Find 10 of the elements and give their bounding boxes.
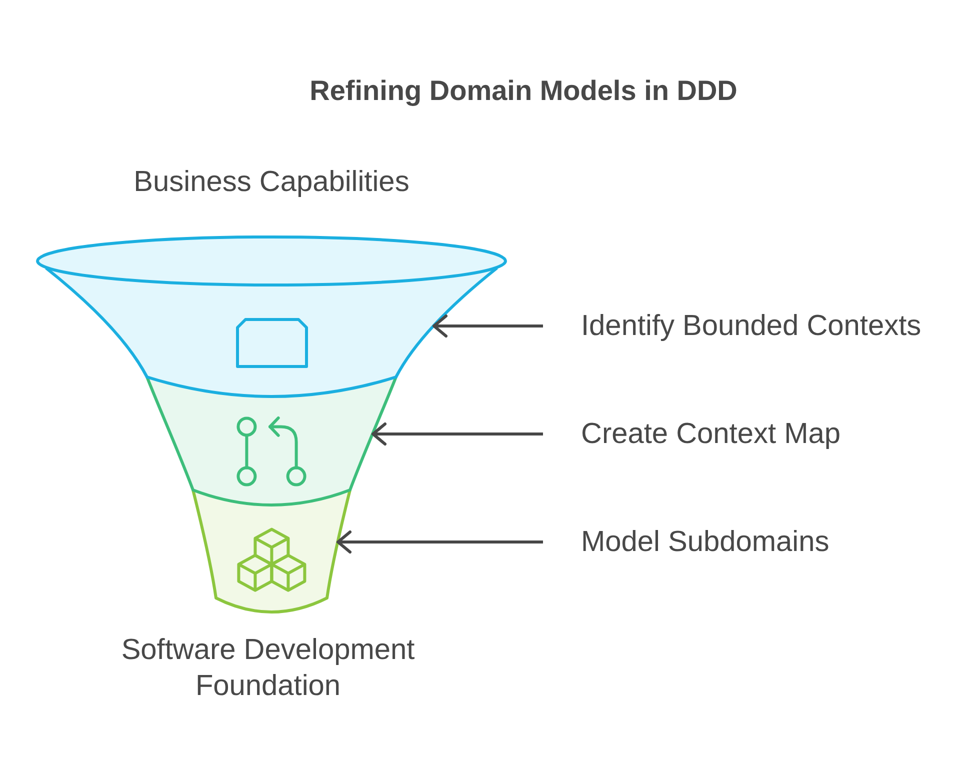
step-label: Create Context Map: [581, 417, 841, 451]
arrow: [432, 314, 543, 338]
arrow: [336, 530, 543, 554]
arrow: [372, 422, 543, 446]
diagram-title: Refining Domain Models in DDD: [310, 75, 738, 107]
step-label: Model Subdomains: [581, 525, 830, 559]
funnel-caption: Business Capabilities: [134, 165, 410, 200]
funnel-caption: Software Development Foundation: [120, 633, 416, 704]
step-label: Identify Bounded Contexts: [581, 309, 922, 343]
funnel-section: [35, 235, 509, 400]
